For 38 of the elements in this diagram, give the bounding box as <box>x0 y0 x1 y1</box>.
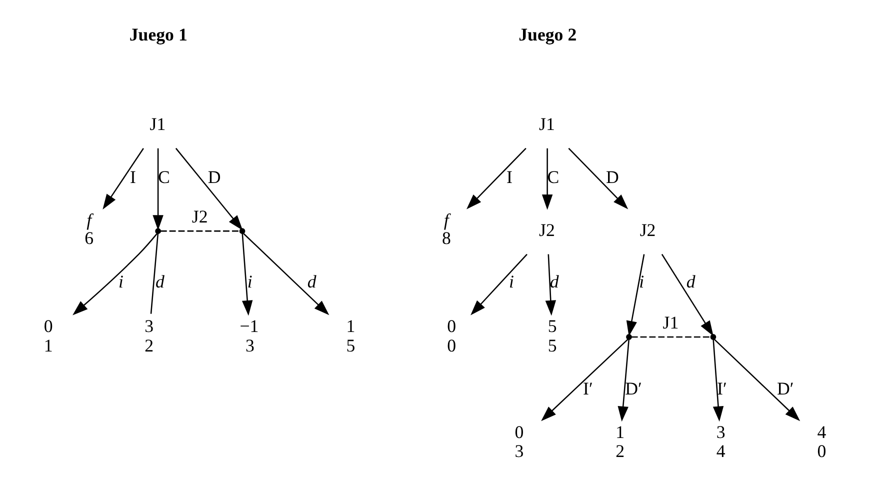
node-text: J2 <box>640 219 656 240</box>
node-text: J1 <box>539 113 555 134</box>
edge-label: C <box>547 166 560 186</box>
node-text: f 6 <box>84 210 94 248</box>
edge-label: D′ <box>625 378 642 398</box>
node-text: 3 4 <box>716 422 726 461</box>
node-text: 0 0 <box>447 316 456 355</box>
edge-label: I <box>130 166 136 186</box>
edge-label: d <box>307 270 316 291</box>
node-text: J1 <box>150 113 166 134</box>
edge-label: I′ <box>717 378 727 398</box>
edge-label: d <box>550 270 559 291</box>
edge-label: J2 <box>192 206 208 226</box>
edge-label: i <box>509 270 514 291</box>
edge-label: C <box>158 166 170 186</box>
edge-label: d <box>686 270 696 291</box>
node-text: 1 5 <box>346 316 356 355</box>
edge-label: D′ <box>777 378 794 398</box>
edge-label: D <box>606 166 619 186</box>
node-text: J2 <box>539 219 555 240</box>
node-text: f 8 <box>442 210 451 248</box>
label: Juego 2 <box>518 24 577 44</box>
edge-label: I <box>506 166 512 186</box>
edge-label: i <box>639 270 644 291</box>
edge-label: i <box>247 270 252 291</box>
edge-label: I′ <box>583 378 593 398</box>
node-text: 1 2 <box>616 422 625 461</box>
node-text: 3 2 <box>144 316 154 355</box>
edge-label: i <box>118 270 124 291</box>
node-text: 4 0 <box>817 422 826 461</box>
node-text: −1 3 <box>240 316 259 355</box>
edge-label: d <box>156 270 164 291</box>
edge-label: J1 <box>662 312 679 332</box>
node-text: 5 5 <box>548 316 557 355</box>
edge-label: D <box>208 166 221 186</box>
label: Juego 1 <box>129 24 188 44</box>
node-text: 0 3 <box>514 422 524 461</box>
node-text: 0 1 <box>44 316 53 355</box>
